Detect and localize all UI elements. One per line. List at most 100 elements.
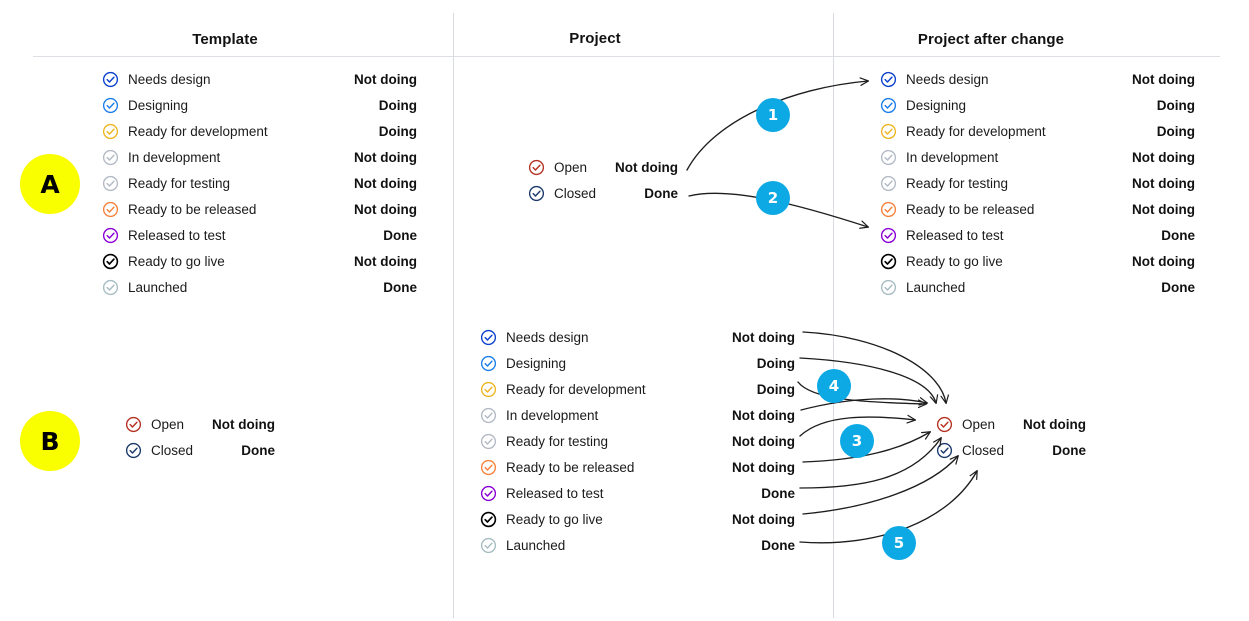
- check-circle-icon: [102, 227, 119, 244]
- check-circle-icon: [528, 185, 545, 202]
- status-category: Not doing: [354, 149, 417, 165]
- column-divider-left: [453, 13, 454, 618]
- status-name: Ready for development: [506, 381, 646, 397]
- status-row: Ready to go live Not doing: [480, 506, 795, 532]
- callout-bubble-5: 5: [882, 526, 916, 560]
- check-circle-icon: [936, 416, 953, 433]
- status-row: Open Not doing: [528, 154, 678, 180]
- callout-bubble-1: 1: [756, 98, 790, 132]
- status-category: Not doing: [615, 159, 678, 175]
- status-name: In development: [128, 149, 221, 165]
- status-row: Released to test Done: [480, 480, 795, 506]
- check-circle-icon: [102, 201, 119, 218]
- check-circle-icon: [102, 123, 119, 140]
- status-category: Doing: [756, 381, 795, 397]
- status-category: Not doing: [1132, 71, 1195, 87]
- status-category: Done: [761, 537, 795, 553]
- status-category: Doing: [756, 355, 795, 371]
- status-row: Ready for testing Not doing: [102, 170, 417, 196]
- check-circle-icon: [880, 253, 897, 270]
- status-name: Closed: [554, 185, 597, 201]
- check-circle-icon: [880, 149, 897, 166]
- status-name: Ready to be released: [906, 201, 1035, 217]
- check-circle-icon: [480, 355, 497, 372]
- status-category: Not doing: [732, 511, 795, 527]
- check-circle-icon: [880, 279, 897, 296]
- status-category: Done: [241, 442, 275, 458]
- status-category: Done: [644, 185, 678, 201]
- arrow-b-ready-to-go-live-to-closed: [802, 456, 958, 515]
- check-circle-icon: [102, 71, 119, 88]
- status-name: Ready for development: [906, 123, 1046, 139]
- check-circle-icon: [102, 97, 119, 114]
- check-circle-icon: [880, 97, 897, 114]
- check-circle-icon: [880, 227, 897, 244]
- callout-bubble-3: 3: [840, 424, 874, 458]
- check-circle-icon: [936, 442, 953, 459]
- check-circle-icon: [528, 159, 545, 176]
- check-circle-icon: [480, 485, 497, 502]
- status-category: Not doing: [732, 329, 795, 345]
- status-row: Ready for development Doing: [880, 118, 1195, 144]
- status-name: Launched: [128, 279, 188, 295]
- status-row: In development Not doing: [102, 144, 417, 170]
- status-name: Ready to go live: [906, 253, 1003, 269]
- status-category: Not doing: [732, 459, 795, 475]
- callout-bubble-2: 2: [756, 181, 790, 215]
- status-name: Ready for testing: [128, 175, 231, 191]
- status-category: Not doing: [354, 71, 417, 87]
- status-name: Released to test: [506, 485, 604, 501]
- status-category: Not doing: [1132, 253, 1195, 269]
- status-category: Done: [1052, 442, 1086, 458]
- check-circle-icon: [880, 175, 897, 192]
- status-name: Released to test: [128, 227, 226, 243]
- check-circle-icon: [102, 279, 119, 296]
- status-name: Ready to go live: [506, 511, 603, 527]
- status-name: Launched: [506, 537, 566, 553]
- status-category: Not doing: [1132, 175, 1195, 191]
- check-circle-icon: [480, 407, 497, 424]
- check-circle-icon: [102, 175, 119, 192]
- status-category: Not doing: [354, 175, 417, 191]
- check-circle-icon: [102, 253, 119, 270]
- status-name: Launched: [906, 279, 966, 295]
- callout-bubble-4: 4: [817, 369, 851, 403]
- status-category: Not doing: [1023, 416, 1086, 432]
- status-category: Not doing: [732, 433, 795, 449]
- status-name: In development: [906, 149, 999, 165]
- check-circle-icon: [480, 329, 497, 346]
- arrow-b-in-development-to-open: [800, 399, 927, 411]
- status-category: Doing: [378, 123, 417, 139]
- status-category: Not doing: [1132, 201, 1195, 217]
- status-category: Done: [383, 279, 417, 295]
- status-category: Done: [761, 485, 795, 501]
- status-category: Doing: [1156, 97, 1195, 113]
- status-category: Not doing: [1132, 149, 1195, 165]
- status-name: Ready to be released: [506, 459, 635, 475]
- header-rule-project-after-change: [834, 56, 1220, 57]
- status-name: In development: [506, 407, 599, 423]
- column-divider-right: [833, 13, 834, 618]
- status-category: Not doing: [354, 253, 417, 269]
- check-circle-icon: [480, 459, 497, 476]
- status-name: Open: [554, 159, 588, 175]
- header-rule-template: [33, 56, 453, 57]
- status-category: Doing: [1156, 123, 1195, 139]
